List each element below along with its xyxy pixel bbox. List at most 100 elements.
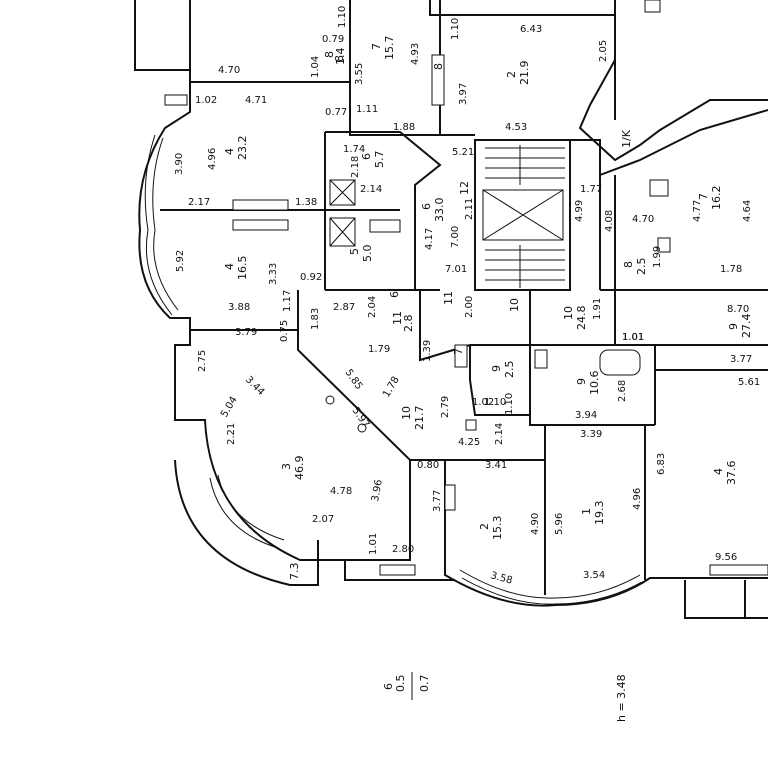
room-number: 1 bbox=[580, 508, 593, 515]
dimension-label: 2.07 bbox=[312, 514, 334, 525]
dimension-label: 7.01 bbox=[445, 264, 467, 275]
dimension-label: 3.90 bbox=[174, 153, 185, 175]
room-number: 3 bbox=[280, 463, 293, 470]
room-area: 24.8 bbox=[575, 306, 588, 331]
dimension-label: 1.02 bbox=[195, 95, 217, 106]
dimension-label: 4.71 bbox=[245, 95, 267, 106]
room-area: 27.4 bbox=[740, 314, 753, 339]
room-area: 23.2 bbox=[236, 136, 249, 161]
misc-labels: 7.3 1/K 12 11 6 7 8 8 10 bbox=[288, 55, 633, 580]
dimension-label: 0.77 bbox=[325, 107, 347, 118]
stair-treads bbox=[485, 145, 565, 288]
room-number: 10 bbox=[400, 406, 413, 420]
misc-label: 10 bbox=[508, 298, 521, 312]
dimension-label: 3.55 bbox=[354, 63, 365, 85]
misc-label: 11 bbox=[442, 291, 455, 305]
room-number: 11 bbox=[391, 311, 404, 325]
dimension-label: 4.70 bbox=[632, 214, 654, 225]
dimension-label: 1.02 bbox=[472, 397, 494, 408]
dimension-label: 9.56 bbox=[715, 552, 737, 563]
dimension-label: 4.77 bbox=[692, 200, 703, 222]
room-number: 9 bbox=[575, 378, 588, 385]
room-area: 2.8 bbox=[402, 315, 415, 333]
dimension-label: 1.88 bbox=[393, 122, 415, 133]
dimension-labels: 4.70 4.71 1.02 1.04 0.77 3.55 1.11 4.93 … bbox=[174, 6, 760, 587]
dimension-label: 2.05 bbox=[598, 40, 609, 62]
dimension-label: 3.58 bbox=[489, 570, 513, 586]
room-area: 16.5 bbox=[236, 256, 249, 281]
dimension-label: 2.18 bbox=[350, 156, 361, 178]
room-area: 33.0 bbox=[433, 198, 446, 223]
dimension-label: 2.87 bbox=[333, 302, 355, 313]
dimension-label: 5.97 bbox=[350, 405, 372, 430]
room-number: 6 bbox=[420, 203, 433, 210]
misc-label: 12 bbox=[458, 181, 471, 195]
room-area: 21.7 bbox=[413, 406, 426, 431]
dimension-label: 3.79 bbox=[235, 327, 257, 338]
room-labels: 4 23.2 7 15.7 2 21.9 6 5.7 6 33.0 7 16.2… bbox=[223, 36, 753, 541]
fraction-number: 6 bbox=[382, 683, 395, 690]
dimension-label: 1.99 bbox=[652, 246, 663, 268]
room-area: 5.0 bbox=[361, 245, 374, 263]
dimension-label: 3.41 bbox=[485, 460, 507, 471]
room-number: 6 bbox=[360, 153, 373, 160]
room-area: 2.5 bbox=[503, 361, 516, 379]
dimension-label: 1.04 bbox=[310, 56, 321, 78]
dimension-label: 3.97 bbox=[458, 83, 469, 105]
misc-label: 1/K bbox=[620, 129, 633, 148]
misc-label: 6 bbox=[388, 291, 401, 298]
dimension-label: 5.96 bbox=[554, 513, 565, 535]
bottom-annotations: 6 0.5 0.7 h = 3.48 bbox=[382, 672, 628, 722]
dimension-label: 4.64 bbox=[742, 200, 753, 222]
room-area: 10.6 bbox=[588, 371, 601, 396]
dimension-label: 3.54 bbox=[583, 570, 605, 581]
dimension-label: 6.83 bbox=[656, 453, 667, 475]
room-number: 5 bbox=[348, 248, 361, 255]
dimension-label: 3.44 bbox=[243, 374, 267, 398]
room-area: 19.3 bbox=[593, 501, 606, 526]
dimension-label: 0.80 bbox=[417, 460, 439, 471]
dimension-label: 1.38 bbox=[295, 197, 317, 208]
dimension-label: 1.78 bbox=[381, 375, 402, 400]
dimension-label: 2.14 bbox=[494, 423, 505, 445]
dimension-label: 0.75 bbox=[279, 320, 290, 342]
dimension-label: 2.75 bbox=[197, 350, 208, 372]
ceiling-height-label: h = 3.48 bbox=[615, 674, 628, 722]
room-area: 2.5 bbox=[635, 258, 648, 276]
room-area: 21.9 bbox=[518, 61, 531, 86]
dimension-label: 4.53 bbox=[505, 122, 527, 133]
fixtures bbox=[232, 54, 671, 511]
dimension-label: 2.79 bbox=[440, 396, 451, 418]
dimension-label: 1.10 bbox=[337, 6, 348, 28]
dimension-label: 2.21 bbox=[226, 423, 237, 445]
dimension-label: 1.17 bbox=[282, 290, 293, 312]
room-area: 5.7 bbox=[373, 151, 386, 169]
fraction-mid: 0.5 bbox=[394, 675, 407, 693]
room-number: 10 bbox=[562, 306, 575, 320]
dimension-label: 2.68 bbox=[617, 380, 628, 402]
dimension-label: 1.10 bbox=[450, 18, 461, 40]
dimension-label: 1.77 bbox=[580, 184, 602, 195]
dimension-label: 8.70 bbox=[727, 304, 749, 315]
dimension-label: 1.11 bbox=[356, 104, 378, 115]
dimension-label: 1.78 bbox=[720, 264, 742, 275]
dimension-label: 5.61 bbox=[738, 377, 760, 388]
dimension-label: 4.99 bbox=[574, 200, 585, 222]
dimension-label: 4.78 bbox=[330, 486, 352, 497]
dimension-label: 3.33 bbox=[268, 263, 279, 285]
dimension-label: 1.01 bbox=[622, 332, 644, 343]
dimension-label: 1.74 bbox=[343, 144, 365, 155]
misc-label: 8 bbox=[432, 63, 445, 70]
dimension-label: 4.96 bbox=[632, 488, 643, 510]
dimension-label: 1.39 bbox=[422, 340, 433, 362]
fraction-den: 0.7 bbox=[418, 675, 431, 693]
dimension-label: 3.77 bbox=[432, 490, 443, 512]
dimension-label: 5.92 bbox=[175, 250, 186, 272]
dimension-label: 2.11 bbox=[464, 198, 475, 220]
misc-label: 8 bbox=[333, 55, 346, 62]
dimension-label: 1.91 bbox=[592, 298, 603, 320]
room-number: 8 bbox=[323, 51, 336, 58]
dimension-label: 5.21 bbox=[452, 147, 474, 158]
dimension-label: 1.79 bbox=[368, 344, 390, 355]
